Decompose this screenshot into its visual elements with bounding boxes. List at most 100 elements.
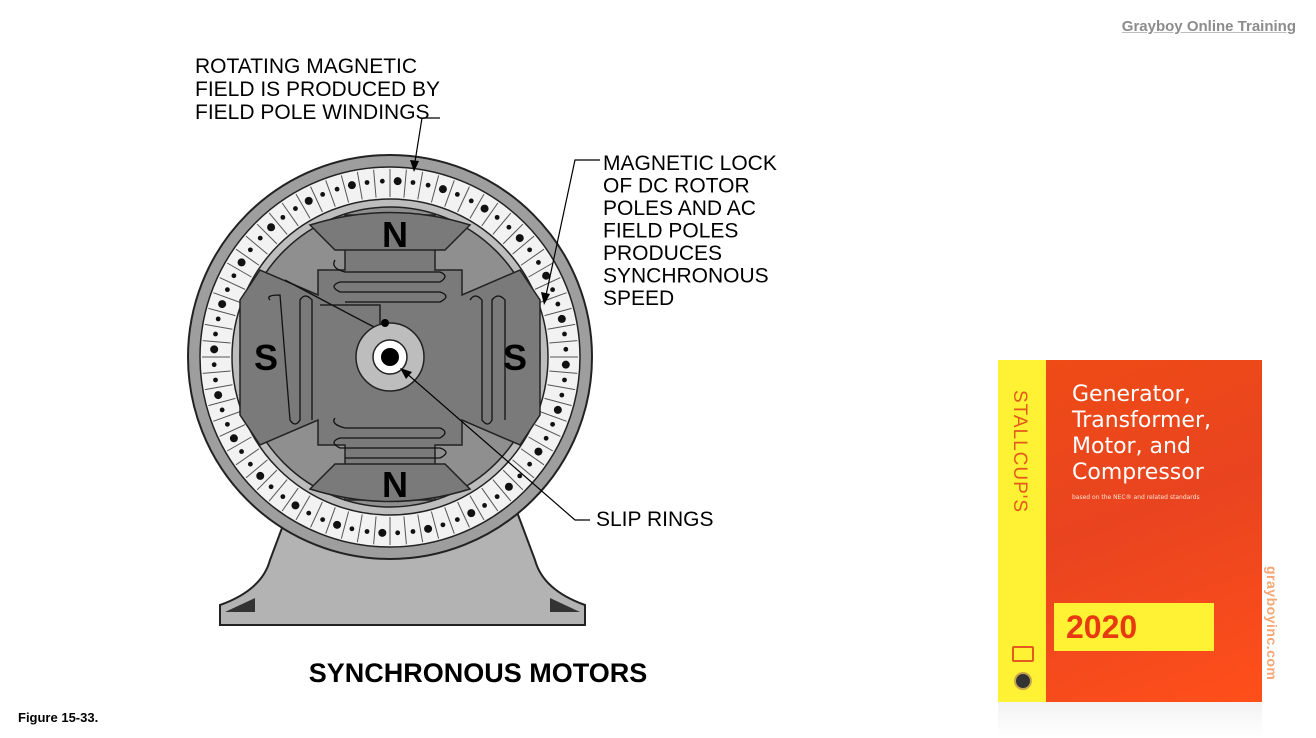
stator-slot-dot (553, 405, 562, 414)
stator-slot-line (310, 186, 323, 213)
stator-slot-dot (515, 234, 524, 243)
stator-slot-line (226, 262, 252, 278)
stator-slot-dot (504, 482, 513, 491)
stator-slot-line (481, 202, 499, 227)
stator-slot-dot (347, 181, 356, 190)
stator-slot-line (403, 169, 407, 198)
book-spine: STALLCUP'S (998, 360, 1046, 702)
stator-slot-dot (506, 224, 512, 230)
stator-slot-dot (563, 346, 569, 352)
pole-label-bottom: N (382, 464, 408, 505)
stator-slot-line (534, 424, 561, 437)
stator-slot-line (219, 424, 246, 437)
side-url-watermark: grayboyinc.com (1264, 566, 1280, 681)
stator-slot-line (325, 507, 336, 534)
book-spine-text: STALLCUP'S (1009, 390, 1030, 514)
stator-slot-line (310, 501, 323, 528)
stator-slot-dot (306, 510, 312, 516)
stator-slot-dot (211, 362, 217, 368)
stator-slot-dot (333, 520, 342, 529)
book-reflection (998, 702, 1262, 738)
stator-slot-dot (267, 223, 276, 232)
stator-slot-line (444, 180, 455, 207)
stator-slot-line (281, 202, 299, 227)
stator-slot-dot (213, 331, 218, 337)
stator-slots (202, 169, 578, 545)
grayboy-training-link[interactable]: Grayboy Online Training (1121, 18, 1296, 35)
stator-slot-line (547, 323, 576, 330)
stator-slot-dot (268, 484, 274, 490)
stator-slot-dot (334, 186, 340, 192)
stator-slot-line (512, 235, 535, 255)
stator-slot-dot (213, 377, 218, 383)
stator-slot-line (213, 292, 240, 303)
stator-slot-dot (378, 528, 387, 537)
stator-slot-dot (555, 301, 561, 307)
stator-slot-dot (229, 434, 238, 443)
stator-slot-line (444, 507, 455, 534)
stator-slot-dot (527, 461, 533, 467)
stator-slot-dot (231, 273, 237, 279)
arrowheads (400, 160, 550, 379)
stator-slot-dot (482, 503, 487, 508)
stator-slot-line (268, 212, 288, 235)
stator-slot-line (547, 384, 576, 391)
book-cover-image[interactable]: STALLCUP'S Generator, Transformer, Motor… (998, 360, 1262, 702)
stator-slot-line (469, 495, 485, 521)
stator-slot-line (469, 193, 485, 219)
shaft (381, 348, 399, 366)
stator-slot-line (457, 501, 470, 528)
stator-slot-line (219, 277, 246, 290)
stator-slot-line (235, 248, 260, 266)
stator-slot-dot (467, 509, 476, 518)
stator-slot-dot (425, 182, 431, 188)
stator-slot-line (204, 384, 233, 391)
stator-slot-dot (550, 421, 556, 427)
stator-slot-dot (237, 258, 246, 267)
stator-slot-line (340, 511, 350, 539)
stator-slot-dot (320, 517, 326, 523)
stator-slot-line (502, 223, 524, 245)
label-slip-rings: SLIP RINGS (596, 508, 714, 531)
stator-slot-dot (480, 204, 489, 213)
stator-slot-line (492, 479, 512, 502)
stator-slot-dot (468, 198, 474, 204)
stator-slot-line (481, 487, 499, 512)
base-foot-right (550, 598, 580, 612)
stator-slot-line (544, 307, 572, 317)
stator-slot-line (235, 448, 260, 466)
stator-slot-dot (410, 180, 416, 185)
base-foot-left (225, 598, 255, 612)
stator-slot-line (281, 487, 299, 512)
stator-slot-dot (494, 214, 500, 220)
pole-label-top: N (382, 214, 408, 255)
stator-slot-dot (527, 247, 533, 253)
pole-label-left: S (254, 337, 278, 378)
stator-slot-dot (517, 473, 523, 479)
stator-slot-dot (561, 360, 570, 369)
stator-slot-dot (534, 447, 543, 456)
stator-slot-line (202, 370, 231, 374)
stator-slot-line (403, 516, 407, 545)
stator-slot-dot (364, 529, 370, 534)
stator-slot-dot (536, 260, 541, 265)
label-rotating-field: ROTATING MAGNETIC FIELD IS PRODUCED BY F… (195, 55, 446, 124)
stator-slot-dot (550, 287, 556, 293)
stator-slot-dot (239, 449, 244, 454)
stator-slot-line (492, 212, 512, 235)
stator-slot-dot (562, 377, 567, 383)
stator-slot-dot (280, 214, 286, 220)
stator-slot-dot (542, 271, 551, 280)
field-windings (268, 259, 506, 459)
stator-slot-line (430, 511, 440, 539)
stator-slot-line (457, 186, 470, 213)
stator-slot-line (520, 248, 545, 266)
stator-slot-line (430, 175, 440, 203)
stator-slot-line (373, 169, 377, 198)
stator-slot-line (245, 235, 268, 255)
stator-slot-dot (559, 392, 565, 398)
figure-caption: Figure 15-33. (18, 710, 99, 725)
stator-slot-dot (224, 287, 230, 293)
stator-slot-line (208, 307, 236, 317)
